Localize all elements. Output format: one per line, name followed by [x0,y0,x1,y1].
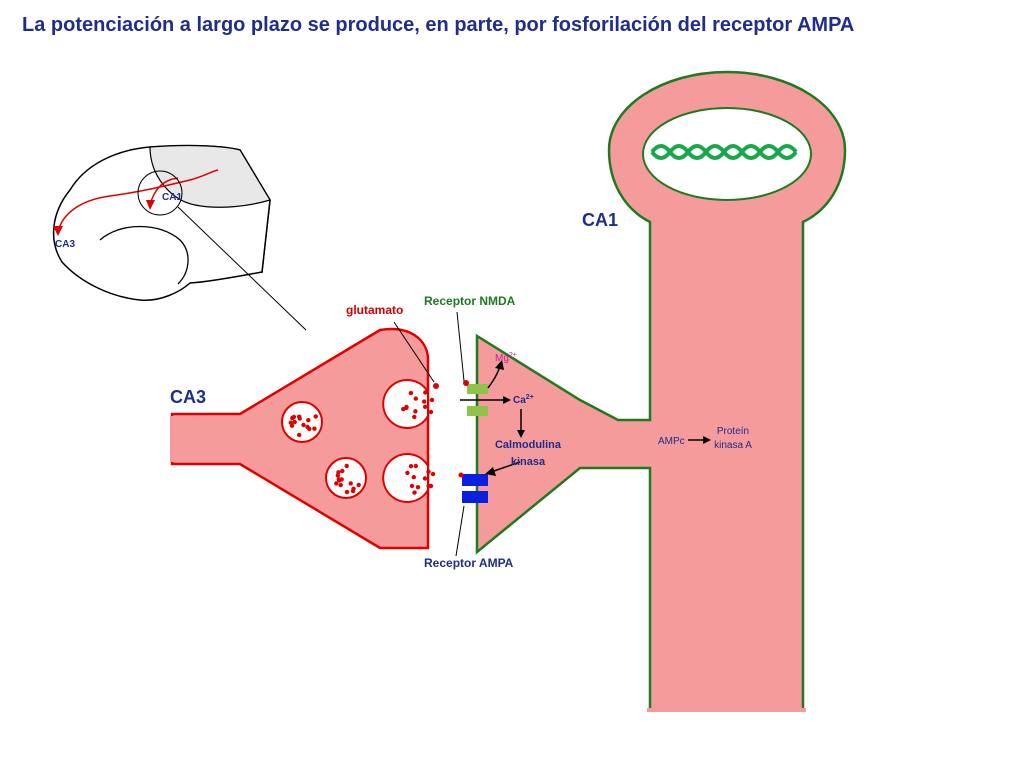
glutamate-dot [412,490,417,495]
nmda-receptor-bottom [467,406,488,416]
glutamate-dot [404,404,409,410]
glutamate-dot [413,396,418,401]
glutamate-dot [428,483,434,489]
glutamate-molecules [288,390,436,495]
glutamate-dot [313,414,318,419]
glutamate-dot [336,470,341,475]
brain-top-face [149,144,271,208]
pathway-arrowhead-ca1 [146,200,155,210]
glutamate-leader [393,321,435,383]
camp-to-pka-arrowhead [703,436,711,444]
dna-strand-2 [650,144,798,160]
ca3-label: CA3 [170,387,206,407]
synaptic-vesicle [325,457,367,499]
fusing-vesicle-top [382,379,429,429]
brain-fold [99,225,189,285]
mg-exit-arrowhead [495,360,504,370]
ca-ion-label: Ca2+ [513,394,534,406]
ampa-receptor-top [462,474,488,486]
glutamate-dot [426,469,431,474]
glutamate-dot [292,419,297,425]
ca1-neuron: CA1 [475,70,847,712]
released-glutamate [433,383,439,389]
camp-label: AMPc [658,436,685,447]
label-leaders [393,311,465,557]
released-glutamate [458,472,464,478]
calmodulin-kinase-label-2: kinasa [511,456,546,468]
ca1-neuron-body [475,70,847,712]
brain-ca1-label: CA1 [162,192,182,203]
glutamate-dot [415,485,421,490]
fusing-vesicle-bottom [382,453,429,503]
nmda-receptor [467,384,488,416]
glutamate-dot [301,422,306,428]
glutamate-dot [344,463,349,469]
glutamate-dot [405,470,410,476]
released-glutamate [463,380,469,386]
glutamate-dot [297,432,302,438]
glutamate-dot [422,399,427,404]
pathway-arrowhead-ca3 [53,226,63,236]
glutamate-dot [429,397,435,403]
glutamate-dot [356,482,361,488]
ampa-leader [455,505,465,557]
glutamate-dot [412,414,417,420]
calmodulin-to-ampa-arrow [490,461,521,473]
page-title: La potenciación a largo plazo se produce… [22,14,855,36]
nmda-leader [456,311,465,382]
pka-label-1: Proteín [717,426,749,437]
glutamate-dot [430,471,436,477]
glutamate-dot [423,390,428,395]
glutamate-dot [306,418,311,423]
synaptic-vesicle [281,401,323,443]
glutamate-dot [428,409,434,415]
calmodulin-to-ampa-arrowhead [485,467,496,476]
ca3-axon-left-edge [170,416,174,462]
glutamate-dot [334,481,339,486]
glutamate-dot [338,482,343,488]
pka-label-2: kinasa A [714,440,752,451]
ca1-magnifier-circle [137,170,183,216]
ampa-receptor-label: Receptor AMPA [424,556,514,570]
nmda-receptor-top [467,384,488,394]
glutamate-dot [408,464,414,469]
ca-to-calmodulin-arrowhead [517,430,525,438]
ca1-shaft-bottom-edge [647,708,806,712]
glutamate-dot [297,414,302,419]
calmodulin-kinase-label-1: Calmodulina [495,439,562,451]
glutamate-dot [413,409,418,414]
glutamate-dot [339,477,344,482]
glutamate-label: glutamato [346,303,403,317]
ca3-presynaptic-terminal: CA3 [170,327,436,550]
glutamate-dot [409,483,415,489]
ca-influx-arrowhead [503,396,511,404]
zoom-line [177,206,307,331]
ca1-label: CA1 [582,210,618,230]
ampa-receptor [462,474,488,503]
glutamate-dot [422,476,428,481]
glutamate-dot [348,481,353,486]
signaling-arrows [460,360,711,476]
glutamate-dot [423,404,428,409]
glutamate-dot [413,463,418,469]
glutamate-dot [344,489,350,495]
brain-sketch: CA1 CA3 [52,144,307,331]
glutamate-dot [401,406,406,412]
mg-ion-label: Mg2+ [495,352,517,364]
ampa-receptor-bottom [462,491,488,503]
brain-ca3-label: CA3 [55,239,75,250]
glutamate-dot [312,426,317,431]
glutamate-dot [351,486,356,491]
glutamate-dot [408,390,414,396]
glutamate-dot [290,415,295,421]
glutamate-dot [340,468,345,474]
nmda-receptor-label: Receptor NMDA [424,294,516,308]
glutamate-dot [411,475,416,480]
hippocampus-pathway [57,169,219,233]
glutamate-dot [307,426,312,432]
glutamate-dot [289,423,295,428]
